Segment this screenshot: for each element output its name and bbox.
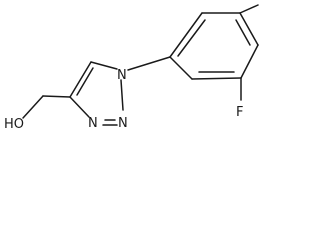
bond-c4-c5 [69, 61, 92, 98]
atom-labels: HO N N N F [4, 68, 243, 132]
triazole-n2-label: N [118, 116, 128, 131]
bond-ph-c1-c2-inner [177, 19, 206, 57]
bond-c4-c5-inner [76, 67, 94, 96]
bond-n1-phenyl [127, 56, 171, 71]
bond-ph-c5-c6 [191, 77, 242, 80]
molecule-canvas: HO N N N F [4, 4, 259, 132]
bond-o-ch2 [22, 95, 44, 119]
bond-ph-c6-c1 [169, 56, 193, 80]
bond-ph-c1-c2 [169, 12, 203, 58]
bond-ch2-c4 [42, 95, 71, 98]
molecule-structure: HO N N N F [4, 4, 259, 132]
bond-ph-c3-c4 [239, 12, 259, 46]
bond-ph-c3-c4-inner [235, 19, 251, 46]
fluorine-label: F [236, 105, 243, 120]
triazole-n1-label: N [117, 68, 127, 83]
bond-n3-c4 [69, 96, 90, 118]
hydroxyl-label: HO [4, 117, 24, 132]
bond-n1-n2 [120, 79, 124, 111]
bond-c5-n1 [90, 61, 118, 70]
bonds [22, 4, 259, 126]
bond-ph-c4-c5 [240, 44, 259, 79]
triazole-n3-label: N [88, 116, 98, 131]
bond-methyl [239, 4, 259, 14]
